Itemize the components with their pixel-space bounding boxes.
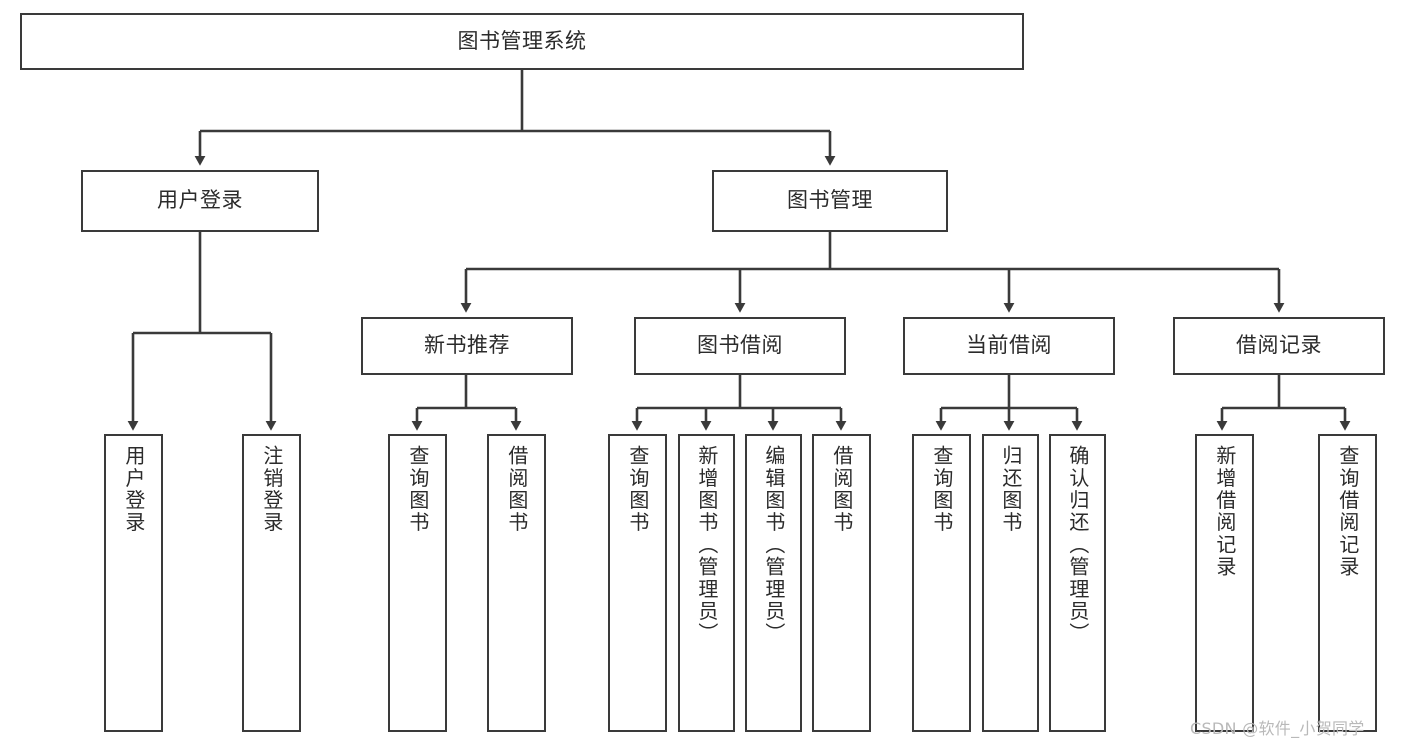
leaf-record-add-borrow-record[interactable]: 新增借阅记录: [1195, 434, 1254, 732]
leaf-borrow-borrow-book[interactable]: 借阅图书: [812, 434, 871, 732]
leaf-current-confirm-return-admin[interactable]: 确认归还（管理员）: [1049, 434, 1106, 732]
node-new-book-recommend[interactable]: 新书推荐: [361, 317, 573, 375]
node-label: 图书管理: [787, 188, 873, 213]
node-label: 新书推荐: [424, 333, 510, 358]
node-label: 借阅图书: [504, 445, 529, 534]
node-label: 当前借阅: [966, 333, 1052, 358]
node-borrow-record[interactable]: 借阅记录: [1173, 317, 1385, 375]
node-book-management[interactable]: 图书管理: [712, 170, 948, 232]
node-label: 新增借阅记录: [1212, 445, 1237, 579]
node-label: 查询图书: [405, 445, 430, 534]
node-label: 查询图书: [929, 445, 954, 534]
node-label: 借阅图书: [829, 445, 854, 534]
node-label: 图书借阅: [697, 333, 783, 358]
leaf-current-return-book[interactable]: 归还图书: [982, 434, 1039, 732]
leaf-borrow-add-book-admin[interactable]: 新增图书（管理员）: [678, 434, 735, 732]
node-label: 图书管理系统: [457, 28, 587, 53]
node-label: 确认归还（管理员）: [1065, 445, 1090, 645]
node-root-library-system[interactable]: 图书管理系统: [20, 13, 1024, 70]
leaf-recommend-query-book[interactable]: 查询图书: [388, 434, 447, 732]
leaf-borrow-query-book[interactable]: 查询图书: [608, 434, 667, 732]
leaf-recommend-borrow-book[interactable]: 借阅图书: [487, 434, 546, 732]
node-label: 新增图书（管理员）: [694, 445, 719, 645]
leaf-current-query-book[interactable]: 查询图书: [912, 434, 971, 732]
node-user-login[interactable]: 用户登录: [81, 170, 319, 232]
leaf-borrow-edit-book-admin[interactable]: 编辑图书（管理员）: [745, 434, 802, 732]
node-label: 查询图书: [625, 445, 650, 534]
leaf-user-login[interactable]: 用户登录: [104, 434, 163, 732]
node-label: 用户登录: [157, 188, 243, 213]
node-current-borrow[interactable]: 当前借阅: [903, 317, 1115, 375]
node-label: 查询借阅记录: [1335, 445, 1360, 579]
node-label: 归还图书: [998, 445, 1023, 534]
node-label: 借阅记录: [1236, 333, 1322, 358]
node-label: 注销登录: [259, 445, 284, 534]
csdn-watermark: CSDN @软件_小贺同学: [1190, 719, 1365, 738]
node-label: 用户登录: [121, 445, 146, 534]
node-label: 编辑图书（管理员）: [761, 445, 786, 645]
leaf-user-logout[interactable]: 注销登录: [242, 434, 301, 732]
leaf-record-query-borrow-record[interactable]: 查询借阅记录: [1318, 434, 1377, 732]
node-book-borrow[interactable]: 图书借阅: [634, 317, 846, 375]
